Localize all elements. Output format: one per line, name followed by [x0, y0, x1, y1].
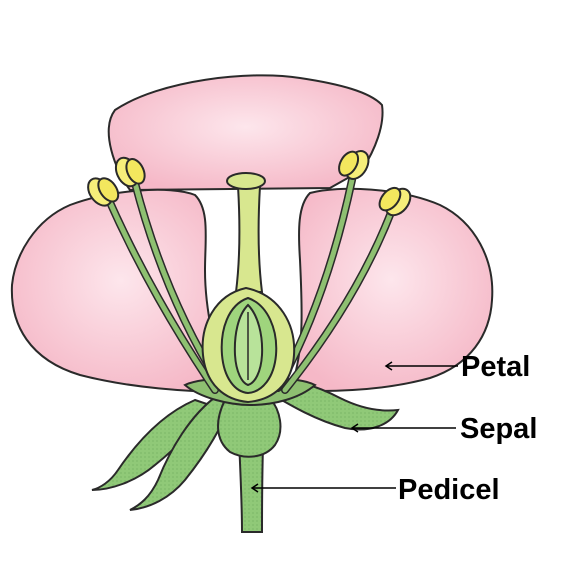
sepal-center	[217, 396, 282, 458]
petal-left	[10, 188, 232, 394]
anther-1	[87, 177, 120, 207]
sepal-label: Sepal	[460, 413, 537, 445]
pistil-style	[234, 185, 264, 293]
pedicel-label: Pedicel	[398, 474, 500, 506]
pistil-stigma	[226, 172, 266, 190]
anther-4	[378, 186, 412, 217]
anther-2	[114, 156, 146, 188]
sepal-left-inner	[129, 393, 234, 511]
petal-label: Petal	[461, 351, 530, 383]
anther-3	[338, 150, 370, 180]
